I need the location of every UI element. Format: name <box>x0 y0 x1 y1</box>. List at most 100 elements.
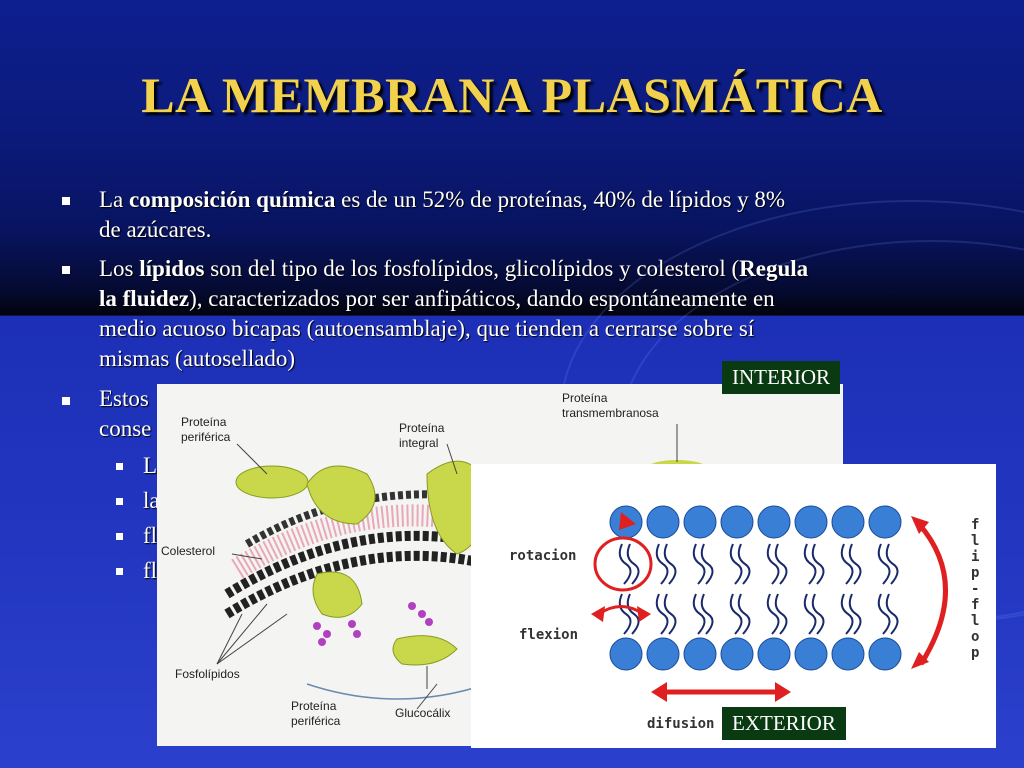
label-transmembrane-protein-2: transmembranosa <box>562 406 659 420</box>
lipid-tail <box>737 543 751 585</box>
lipid-tail <box>877 593 891 635</box>
label-pointers <box>216 424 678 710</box>
label-peripheral-protein-bottom-2: periférica <box>291 714 341 728</box>
text: medio acuoso bicapas (autoensamblaje), q… <box>99 316 755 341</box>
sub-bullet: la <box>143 488 160 513</box>
lipid-tail <box>774 593 788 635</box>
bullet-marker <box>62 397 70 405</box>
lipid-tail <box>803 593 817 635</box>
bullet-composition: La composición química es de un 52% de p… <box>99 185 989 245</box>
lipid-head <box>868 505 902 539</box>
label-phospholipids: Fosfolípidos <box>175 667 240 681</box>
lipid-head <box>831 505 865 539</box>
arrow-heads <box>591 512 929 702</box>
slide-title: LA MEMBRANA PLASMÁTICA <box>141 67 883 123</box>
lipid-tail <box>692 543 706 585</box>
lipid-tail <box>885 543 899 585</box>
label-diffusion: difusion <box>647 716 714 732</box>
label-interior: INTERIOR <box>722 361 840 394</box>
sub-bullet: fl <box>143 558 158 583</box>
sub-bullet-marker <box>116 533 123 540</box>
rotation-arrow <box>593 536 653 592</box>
lipid-tail <box>774 543 788 585</box>
integral-protein <box>306 465 376 525</box>
lipid-head <box>646 637 680 671</box>
label-transmembrane-protein-1: Proteína <box>562 391 608 405</box>
text: de azúcares. <box>99 217 212 242</box>
glycan-chains <box>313 602 433 646</box>
bullet-consequences: Estos conse <box>99 384 151 444</box>
label-rotation: rotacion <box>509 548 576 564</box>
text: ), caracterizados por ser anfipáticos, d… <box>189 286 775 311</box>
lipid-tail <box>618 543 632 585</box>
lipid-head <box>794 637 828 671</box>
lipid-tail <box>626 593 640 635</box>
lipid-tail <box>618 593 632 635</box>
sub-bullet-marker <box>116 498 123 505</box>
flip-flop-letter: l <box>971 533 979 549</box>
label-cholesterol: Colesterol <box>161 544 215 558</box>
text: La <box>99 187 130 212</box>
sub-bullet: L <box>143 453 158 478</box>
text: conse <box>99 416 152 441</box>
flip-flop-letter: l <box>971 613 979 629</box>
text-bold: Regula <box>739 256 809 281</box>
lipid-tail <box>848 543 862 585</box>
lipid-tail <box>655 593 669 635</box>
lipid-tail <box>803 543 817 585</box>
text: Estos <box>99 386 149 411</box>
lipid-head <box>720 637 754 671</box>
lipid-head <box>868 637 902 671</box>
label-exterior: EXTERIOR <box>722 707 846 740</box>
lipid-tail <box>840 543 854 585</box>
bullet-marker <box>62 197 70 205</box>
lipid-heads-top <box>609 505 902 539</box>
bullet-lipids: Los lípidos son del tipo de los fosfolíp… <box>99 254 999 374</box>
lipid-tail <box>840 593 854 635</box>
flip-flop-letter: - <box>971 581 979 597</box>
lipid-head <box>683 505 717 539</box>
sub-bullet: fl <box>143 523 158 548</box>
text: son del tipo de los fosfolípidos, glicol… <box>204 256 740 281</box>
label-integral-protein-2: integral <box>399 436 438 450</box>
lipid-tail <box>848 593 862 635</box>
lipid-tail <box>811 543 825 585</box>
label-peripheral-protein-1: Proteína <box>181 415 227 429</box>
lipid-tail <box>885 593 899 635</box>
lipid-tail <box>729 543 743 585</box>
lipid-tail <box>729 593 743 635</box>
sub-bullet-marker <box>116 568 123 575</box>
flip-flop-letter: f <box>971 597 979 613</box>
lipid-head <box>757 505 791 539</box>
lipid-head <box>720 505 754 539</box>
lipid-tail <box>766 543 780 585</box>
lipid-head <box>757 637 791 671</box>
integral-protein <box>312 571 363 618</box>
text: es de un 52% de proteínas, 40% de lípido… <box>335 187 786 212</box>
label-peripheral-protein-2: periférica <box>181 430 231 444</box>
flip-flop-arrow <box>917 522 948 666</box>
text-bold: lípidos <box>139 256 205 281</box>
lipid-tail <box>700 593 714 635</box>
lipid-head <box>646 505 680 539</box>
peripheral-protein <box>235 465 309 499</box>
lipid-tail <box>877 543 891 585</box>
lipid-tail <box>663 543 677 585</box>
label-peripheral-protein-bottom-1: Proteína <box>291 699 337 713</box>
text-bold: composición química <box>129 187 336 212</box>
peripheral-protein <box>392 635 458 666</box>
lipid-tail <box>766 593 780 635</box>
label-glucocalix: Glucocálix <box>395 706 450 720</box>
flip-flop-letter: p <box>971 565 979 581</box>
lipid-tail <box>737 593 751 635</box>
flip-flop-letter: i <box>971 549 979 565</box>
label-flexion: flexion <box>519 627 578 643</box>
lipid-tail <box>700 543 714 585</box>
lipid-head <box>609 637 643 671</box>
lipid-tail <box>811 593 825 635</box>
flip-flop-letter: p <box>971 645 979 661</box>
text: mismas (autosellado) <box>99 346 296 371</box>
